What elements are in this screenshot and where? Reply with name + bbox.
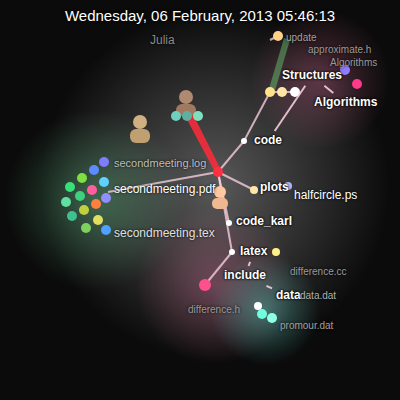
branch-connector bbox=[266, 286, 272, 289]
directory-name: Algorithms bbox=[314, 96, 377, 110]
directory-node: code bbox=[252, 133, 284, 149]
file-name: Julia bbox=[150, 34, 175, 48]
root-dot bbox=[213, 167, 223, 177]
directory-name: code_karl bbox=[236, 215, 292, 229]
file-name: difference.cc bbox=[290, 266, 347, 278]
directory-node: include bbox=[222, 268, 268, 284]
directory-node: Structures bbox=[280, 68, 344, 84]
file-name: data.dat bbox=[300, 290, 336, 302]
directory-node: latex bbox=[238, 244, 269, 260]
file-name: secondmeeting.pdf bbox=[114, 183, 215, 197]
directory-name: include bbox=[224, 269, 266, 283]
directory-node: data bbox=[274, 288, 303, 304]
branch-connector bbox=[249, 262, 251, 266]
file-name: update bbox=[286, 32, 317, 44]
commit-beam bbox=[268, 38, 290, 94]
file-name: difference.h bbox=[188, 304, 240, 316]
tree-branches bbox=[108, 36, 295, 285]
directory-name: code bbox=[254, 134, 282, 148]
directory-name: data bbox=[276, 289, 301, 303]
file-name: secondmeeting.tex bbox=[114, 227, 215, 241]
directory-name: Structures bbox=[282, 69, 342, 83]
directory-name: plots bbox=[260, 181, 289, 195]
branch-connector bbox=[275, 86, 306, 131]
file-dots bbox=[61, 31, 362, 323]
directory-name: latex bbox=[240, 245, 267, 259]
file-name: Algorithms bbox=[330, 57, 377, 69]
file-name: halfcircle.ps bbox=[294, 189, 357, 203]
directory-node: Algorithms bbox=[312, 95, 379, 111]
timestamp-title: Wednesday, 06 February, 2013 05:46:13 bbox=[0, 7, 400, 24]
file-name: secondmeeting.log bbox=[114, 157, 206, 170]
directory-node: plots bbox=[258, 180, 291, 196]
file-name: promour.dat bbox=[280, 320, 333, 332]
file-name: approximate.h bbox=[308, 44, 371, 56]
directory-node: code_karl bbox=[234, 214, 294, 230]
branch-connector bbox=[324, 86, 333, 93]
glow bbox=[250, 10, 390, 150]
